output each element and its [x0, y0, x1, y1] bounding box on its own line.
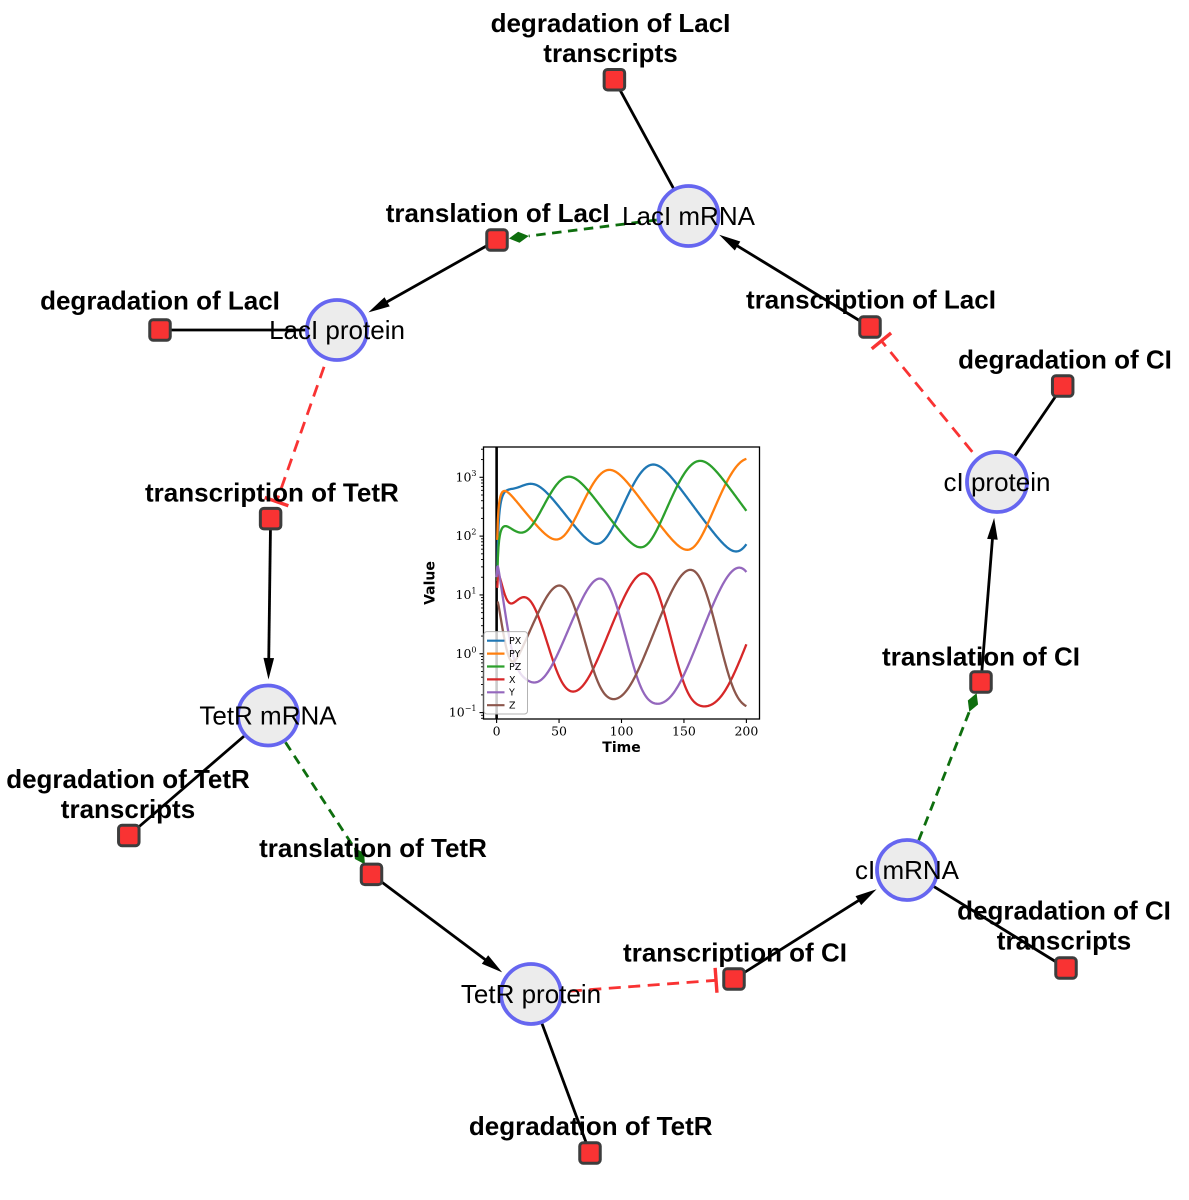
reaction-label-transc-laci: transcription of LacI: [746, 285, 996, 315]
edge-inhibition-tetr-prot-transc-ci-tee: [713, 967, 719, 993]
x-tick-label: 50: [551, 724, 567, 739]
edge-modifier-laci-mrna-transl-laci-diamond: [508, 231, 529, 243]
reaction-node-transl-laci[interactable]: [485, 228, 509, 252]
legend-label-Z: Z: [509, 701, 516, 712]
legend-label-X: X: [509, 675, 516, 686]
edge-production-transl-ci-ci-prot-arrowhead: [987, 517, 998, 540]
species-label-laci-mrna: LacI mRNA: [622, 201, 756, 231]
species-label-laci-prot: LacI protein: [269, 315, 405, 345]
reaction-label-deg-ci-tx-line2: transcripts: [997, 926, 1131, 956]
edge-production-transl-laci-laci-prot-arrowhead: [368, 297, 390, 313]
species-node-tetr-prot[interactable]: [499, 962, 563, 1026]
species-node-ci-mrna[interactable]: [875, 838, 939, 902]
reaction-label-transc-tetr: transcription of TetR: [145, 477, 399, 507]
y-tick-label: 10−1: [449, 704, 477, 720]
edge-production-transc-ci-ci-mrna: [733, 894, 867, 981]
reaction-node-deg-laci-tx[interactable]: [602, 67, 627, 92]
edge-modifier-ci-mrna-transl-ci-diamond: [967, 693, 979, 712]
edge-modifier-tetr-mrna-transl-tetr-diamond: [354, 847, 365, 865]
plot-background: [427, 429, 780, 765]
species-node-tetr-mrna[interactable]: [236, 683, 300, 748]
edge-production-transl-tetr-tetr-prot: [370, 873, 493, 966]
species-label-tetr-mrna: TetR mRNA: [199, 701, 337, 731]
edge-production-transl-tetr-tetr-prot-arrowhead: [481, 955, 503, 973]
reaction-label-transl-ci: translation of CI: [882, 642, 1080, 672]
reaction-label-deg-laci-tx-line1: degradation of LacI: [491, 8, 731, 38]
edge-inhibition-laci-prot-transc-tetr-tee: [264, 495, 289, 508]
edge-inhibition-ci-prot-transc-laci-tee: [870, 331, 893, 351]
reaction-label-deg-ci: degradation of CI: [958, 345, 1172, 375]
reaction-node-deg-tetr[interactable]: [578, 1141, 602, 1165]
y-tick-label: 103: [456, 469, 477, 485]
edge-production-transc-tetr-tetr-mrna: [267, 518, 272, 667]
reaction-label-deg-tetr-tx-line1: degradation of TetR: [6, 764, 250, 794]
reaction-node-transl-ci[interactable]: [969, 670, 993, 694]
legend-label-PY: PY: [509, 649, 521, 660]
y-tick-label: 101: [456, 586, 477, 602]
species-label-tetr-prot: TetR protein: [461, 979, 601, 1009]
species-node-laci-prot[interactable]: [305, 298, 369, 362]
plot-series-PY: [496, 457, 747, 551]
reaction-node-transc-ci[interactable]: [722, 967, 746, 991]
reaction-node-transc-tetr[interactable]: [258, 506, 283, 531]
species-label-ci-prot: cI protein: [944, 467, 1051, 497]
edge-production-transl-laci-laci-prot: [378, 238, 498, 308]
legend-label-PZ: PZ: [509, 662, 522, 673]
plot-series-PX: [496, 463, 748, 573]
reaction-node-transc-laci[interactable]: [858, 315, 882, 339]
reaction-label-transc-ci: transcription of CI: [623, 938, 847, 968]
edge-production-transl-ci-ci-prot: [979, 530, 995, 683]
plot-series-Z: [496, 568, 747, 708]
edge-production-transc-tetr-tetr-mrna-arrowhead: [263, 657, 275, 680]
x-tick-label: 100: [610, 724, 634, 739]
legend-label-Y: Y: [508, 688, 515, 699]
x-tick-label: 150: [672, 724, 696, 739]
reaction-label-transl-laci: translation of LacI: [386, 198, 610, 228]
x-tick-label: 0: [493, 724, 501, 739]
reaction-label-transl-tetr: translation of TetR: [259, 833, 487, 863]
x-tick-label: 200: [734, 724, 758, 739]
plot-series-Y: [495, 565, 748, 705]
legend-label-PX: PX: [509, 636, 522, 647]
reaction-node-deg-ci-tx[interactable]: [1054, 956, 1078, 980]
species-node-ci-prot[interactable]: [965, 450, 1029, 514]
reaction-label-deg-laci: degradation of LacI: [40, 286, 280, 316]
reaction-node-deg-laci[interactable]: [148, 318, 172, 342]
edge-production-transc-ci-ci-mrna-arrowhead: [855, 889, 877, 906]
reaction-node-deg-tetr-tx[interactable]: [117, 823, 141, 848]
edge-production-transc-laci-laci-mrna-arrowhead: [719, 234, 741, 251]
species-node-laci-mrna[interactable]: [656, 184, 721, 248]
y-tick-label: 100: [456, 645, 477, 661]
edge-modifier-ci-mrna-transl-ci: [905, 711, 971, 871]
reaction-label-deg-tetr-tx-line2: transcripts: [61, 794, 195, 824]
reaction-node-deg-ci[interactable]: [1050, 374, 1075, 398]
plot-series-X: [496, 572, 748, 708]
y-axis-label: Value: [423, 561, 439, 605]
y-tick-label: 102: [456, 528, 477, 544]
reaction-label-deg-ci-tx-line1: degradation of CI: [957, 896, 1171, 926]
reaction-label-deg-laci-tx-line2: transcripts: [543, 38, 677, 68]
edge-modifier-tetr-mrna-transl-tetr: [266, 714, 356, 849]
edge-modifier-laci-mrna-transl-laci: [528, 214, 689, 238]
plot-series-PZ: [496, 459, 748, 582]
reaction-label-deg-tetr: degradation of TetR: [469, 1111, 713, 1141]
nodes-layer: [117, 67, 1078, 1165]
species-label-ci-mrna: cI mRNA: [855, 855, 960, 885]
x-axis-label: Time: [602, 740, 640, 756]
reaction-node-transl-tetr[interactable]: [359, 862, 384, 887]
edge-production-transc-laci-laci-mrna: [729, 240, 871, 329]
plot-area: [495, 447, 748, 719]
